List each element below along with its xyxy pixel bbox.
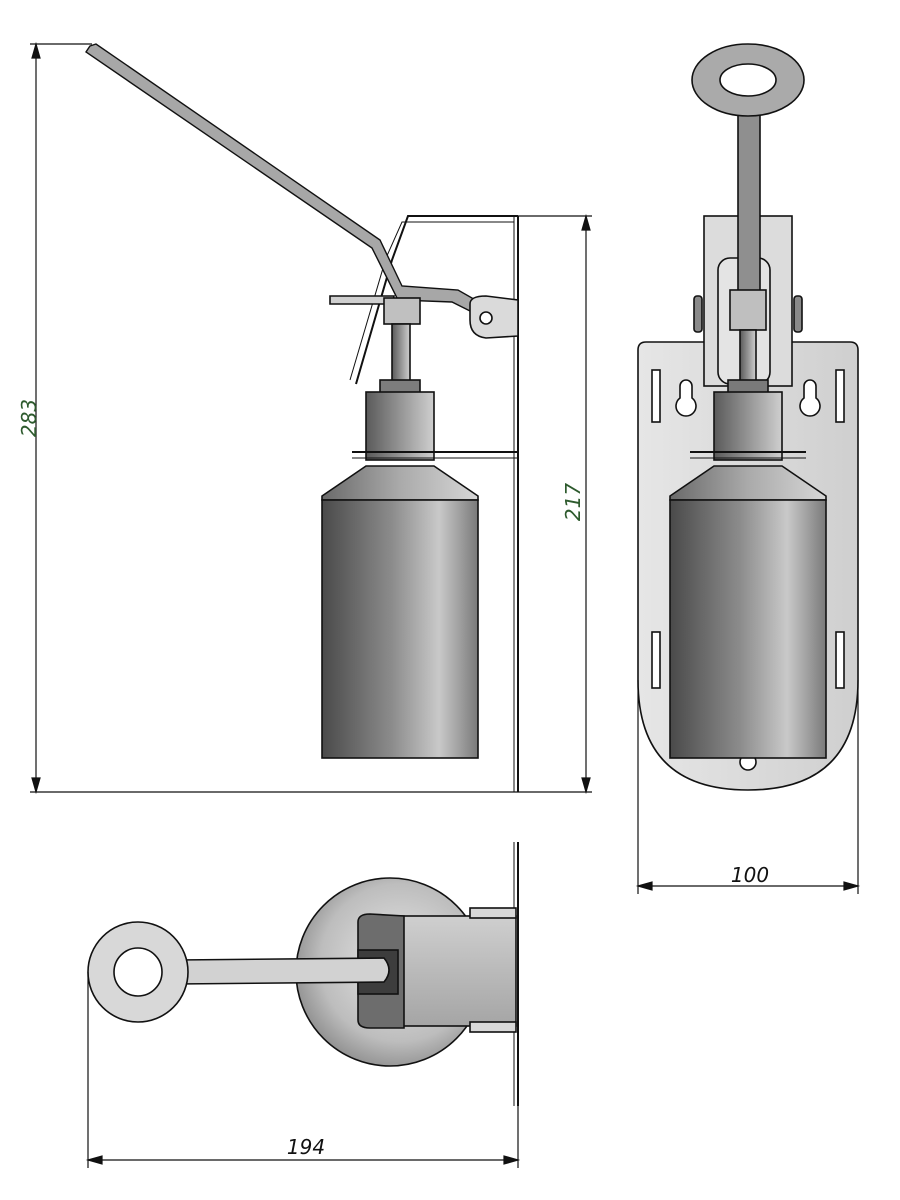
front-lever: [737, 95, 761, 307]
bracket-arm: [355, 215, 518, 385]
slot-bottom-right: [835, 631, 845, 689]
top-view: [87, 842, 519, 1106]
slot-top-right: [835, 369, 845, 423]
dim-plate-width: [635, 680, 861, 894]
dim-label-mount-height: 217: [561, 483, 585, 521]
pump-head: [383, 297, 421, 325]
dim-label-depth: 194: [287, 1135, 325, 1159]
slot-top-left: [651, 369, 661, 423]
top-lever: [175, 957, 390, 985]
dim-label-plate-width: 100: [731, 863, 769, 887]
dim-depth: [85, 972, 521, 1168]
bottle-neck: [365, 391, 435, 461]
dim-label-total-height: 283: [17, 399, 41, 437]
pivot-lug: [469, 295, 519, 339]
bottle-body: [321, 499, 479, 759]
bottle-shoulder: [321, 465, 479, 501]
keyhole-left: [675, 379, 697, 417]
slot-bottom-left: [651, 631, 661, 689]
front-view: [637, 43, 859, 791]
pump-stem: [391, 323, 411, 383]
lever-arm: [85, 43, 487, 317]
dim-total-height: [30, 41, 518, 795]
dim-mount-height: [518, 213, 592, 795]
front-bottle-neck: [713, 391, 783, 461]
front-bottle-body: [669, 499, 827, 759]
top-bracket-block: [399, 915, 517, 1027]
side-view: [85, 43, 519, 792]
keyhole-right: [799, 379, 821, 417]
pivot-pin: [479, 311, 493, 325]
